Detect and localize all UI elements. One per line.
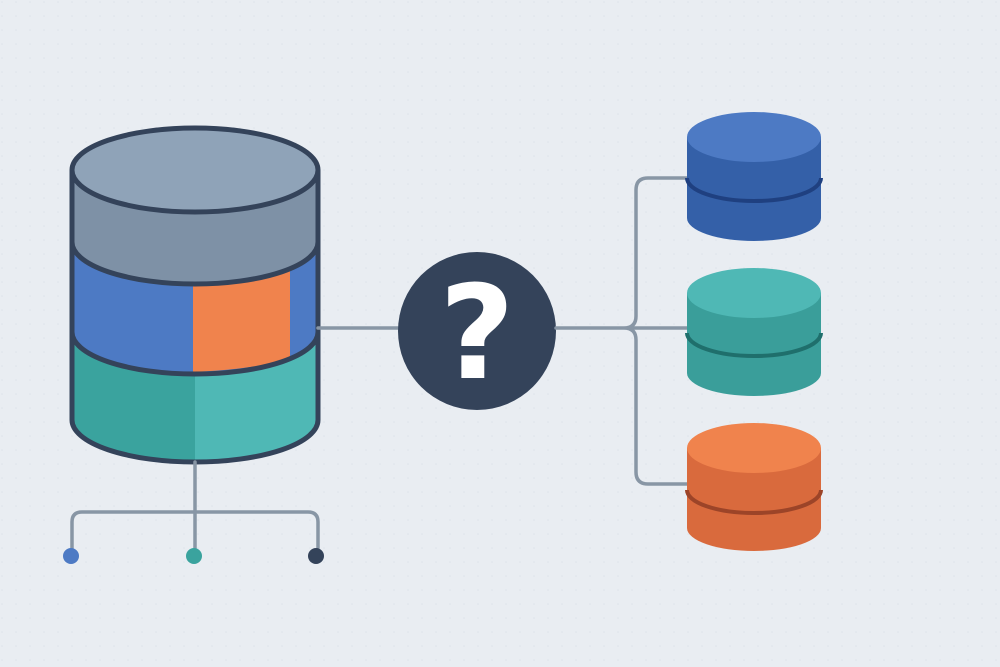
question-mark-icon: ? bbox=[439, 257, 514, 409]
output-node-dark bbox=[308, 548, 324, 564]
output-node-blue bbox=[63, 548, 79, 564]
output-node-teal bbox=[186, 548, 202, 564]
source-output-connector bbox=[70, 460, 320, 550]
source-output-tree bbox=[63, 460, 324, 564]
target-database-teal bbox=[685, 268, 823, 396]
decision-to-targets-connector bbox=[554, 176, 692, 486]
bottom-layer-dark bbox=[72, 332, 195, 462]
target-database-blue-band bbox=[685, 177, 823, 203]
target-database-blue bbox=[685, 112, 823, 241]
top-layer-cap bbox=[72, 128, 318, 212]
target-database-orange-band bbox=[685, 489, 823, 515]
bottom-layer-light bbox=[195, 332, 318, 462]
source-database-icon bbox=[69, 125, 321, 465]
database-separator-1 bbox=[69, 241, 321, 287]
target-database-blue-top bbox=[687, 112, 821, 162]
database-cap-outline bbox=[69, 125, 321, 215]
database-separator-2 bbox=[69, 331, 321, 377]
branch-connector bbox=[554, 176, 692, 486]
decision-circle bbox=[398, 252, 556, 410]
decision-node: ? bbox=[398, 252, 556, 410]
target-database-teal-top bbox=[687, 268, 821, 318]
target-database-orange-top bbox=[687, 423, 821, 473]
target-database-orange-body bbox=[687, 448, 821, 551]
target-database-orange bbox=[685, 423, 823, 551]
target-database-teal-band bbox=[685, 332, 823, 358]
target-database-teal-body bbox=[687, 293, 821, 396]
target-database-blue-body bbox=[687, 137, 821, 241]
middle-layer-highlight bbox=[193, 271, 290, 372]
